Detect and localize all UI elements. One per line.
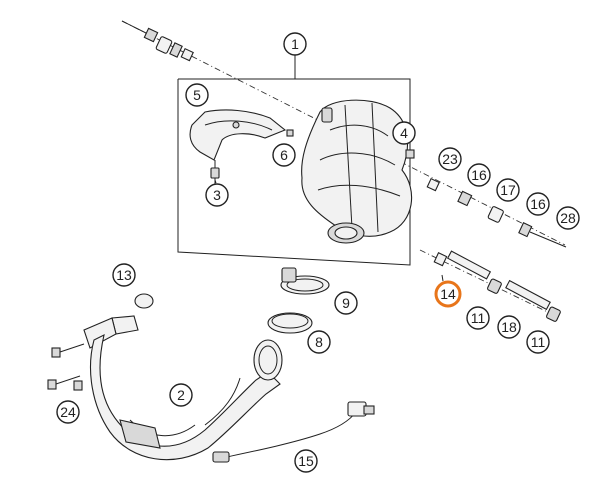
callout-6-label: 6 xyxy=(280,147,288,163)
callout-15-label: 15 xyxy=(298,453,314,469)
mounting-bolt-left xyxy=(121,20,194,62)
callout-11-a: 11 xyxy=(466,306,490,330)
callout-6: 6 xyxy=(272,143,296,167)
callout-11-b-label: 11 xyxy=(531,334,546,350)
callout-4-label: 4 xyxy=(400,125,408,141)
leader-3 xyxy=(214,179,217,184)
callout-16-a: 16 xyxy=(467,163,491,187)
studs-24 xyxy=(47,343,85,391)
callout-13: 13 xyxy=(112,263,136,287)
callout-23-label: 23 xyxy=(442,151,458,167)
gasket-13 xyxy=(134,293,154,309)
callout-1: 1 xyxy=(283,32,307,56)
screw-3 xyxy=(210,160,220,185)
gasket-ring-8 xyxy=(267,312,313,334)
heat-shield xyxy=(189,109,287,161)
callout-1-label: 1 xyxy=(291,36,299,52)
callout-16-b: 16 xyxy=(526,192,550,216)
header-pipe xyxy=(83,315,283,461)
callout-2: 2 xyxy=(169,383,193,407)
assembly-group-frame xyxy=(177,78,411,266)
callout-15: 15 xyxy=(294,449,318,473)
callout-16-a-label: 16 xyxy=(471,167,487,183)
callout-17-label: 17 xyxy=(500,182,516,198)
leader-14 xyxy=(441,274,444,282)
callout-9: 9 xyxy=(334,291,358,315)
callout-28: 28 xyxy=(556,206,580,230)
muffler-body xyxy=(301,99,413,244)
callout-24-label: 24 xyxy=(60,404,76,420)
callout-8-label: 8 xyxy=(315,334,323,350)
lambda-sensor xyxy=(212,401,375,463)
callout-11-a-label: 11 xyxy=(471,310,486,326)
callout-14-label: 14 xyxy=(440,286,456,302)
callout-11-b: 11 xyxy=(526,330,550,354)
callout-14-highlighted: 14 xyxy=(434,280,462,308)
callout-17: 17 xyxy=(496,178,520,202)
callout-5: 5 xyxy=(185,83,209,107)
callout-16-b-label: 16 xyxy=(530,196,546,212)
callout-9-label: 9 xyxy=(342,295,350,311)
callout-24: 24 xyxy=(56,400,80,424)
callout-13-label: 13 xyxy=(116,267,132,283)
callout-5-label: 5 xyxy=(193,87,201,103)
callout-18-label: 18 xyxy=(501,319,517,335)
callout-2-label: 2 xyxy=(177,387,185,403)
callout-18: 18 xyxy=(497,315,521,339)
callout-8: 8 xyxy=(307,330,331,354)
nut-4 xyxy=(405,149,415,159)
callout-3-label: 3 xyxy=(213,187,221,203)
callout-23: 23 xyxy=(438,147,462,171)
fastener-chain-upper-right xyxy=(426,177,567,248)
callout-28-label: 28 xyxy=(560,210,576,226)
callout-4: 4 xyxy=(392,121,416,145)
sleeve-chain-lower-right xyxy=(433,250,561,322)
clip-6 xyxy=(286,129,294,137)
callout-3: 3 xyxy=(205,183,229,207)
clamp-9 xyxy=(280,267,330,295)
